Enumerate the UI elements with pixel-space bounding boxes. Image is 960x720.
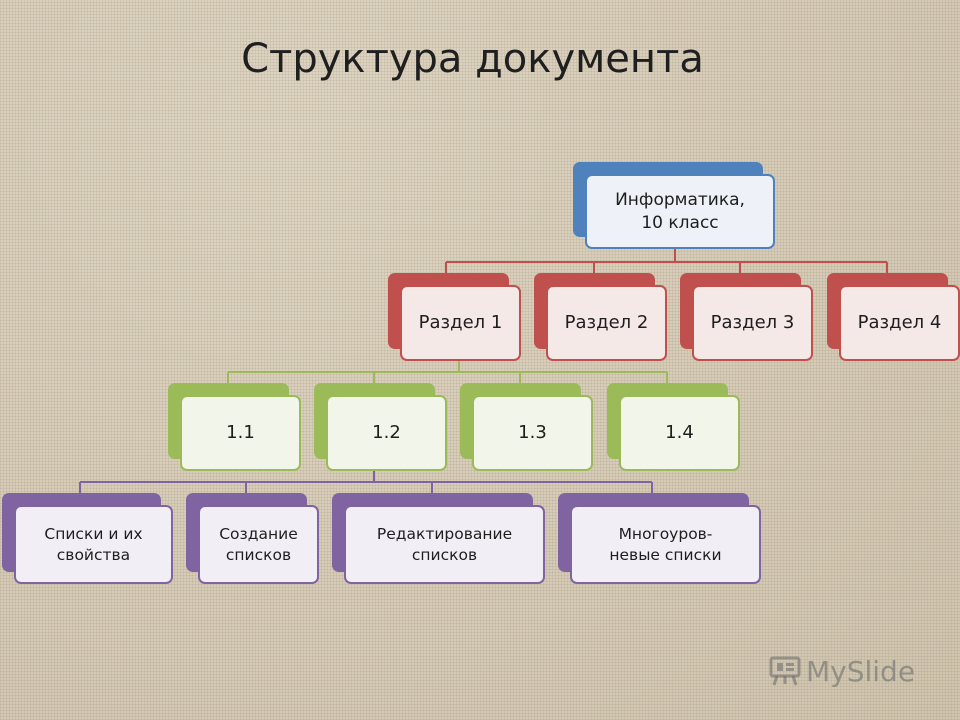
subsection-label: 1.1 bbox=[180, 395, 301, 471]
section-label: Раздел 3 bbox=[692, 285, 813, 361]
topic-label: Редактирование списков bbox=[344, 505, 545, 584]
subsection-node-1-4: 1.4 bbox=[607, 383, 740, 471]
subsection-node-1-1: 1.1 bbox=[168, 383, 301, 471]
watermark-logo: MySlide bbox=[768, 654, 915, 688]
section-node-1: Раздел 1 bbox=[388, 273, 521, 361]
subsection-label: 1.4 bbox=[619, 395, 740, 471]
root-label: Информатика, 10 класс bbox=[585, 174, 775, 249]
topic-node-2: Создание списков bbox=[186, 493, 319, 584]
section-connectors bbox=[227, 360, 668, 384]
page-title: Структура документа bbox=[241, 36, 704, 82]
watermark-text: MySlide bbox=[806, 654, 916, 688]
section-label: Раздел 2 bbox=[546, 285, 667, 361]
root-connectors bbox=[445, 248, 888, 274]
topic-label: Создание списков bbox=[198, 505, 319, 584]
subsection-label: 1.3 bbox=[472, 395, 593, 471]
root-node: Информатика, 10 класс bbox=[573, 162, 775, 249]
topic-node-3: Редактирование списков bbox=[332, 493, 545, 584]
section-label: Раздел 4 bbox=[839, 285, 960, 361]
subsection-label: 1.2 bbox=[326, 395, 447, 471]
topic-node-4: Многоуров- невые списки bbox=[558, 493, 761, 584]
topic-node-1: Списки и их свойства bbox=[2, 493, 173, 584]
myslide-logo-icon bbox=[769, 656, 801, 686]
section-node-2: Раздел 2 bbox=[534, 273, 667, 361]
section-label: Раздел 1 bbox=[400, 285, 521, 361]
subsection-node-1-3: 1.3 bbox=[460, 383, 593, 471]
topic-label: Многоуров- невые списки bbox=[570, 505, 761, 584]
subsection-node-1-2: 1.2 bbox=[314, 383, 447, 471]
section-node-4: Раздел 4 bbox=[827, 273, 960, 361]
topic-label: Списки и их свойства bbox=[14, 505, 173, 584]
section-node-3: Раздел 3 bbox=[680, 273, 813, 361]
subsection-connectors bbox=[79, 470, 653, 494]
